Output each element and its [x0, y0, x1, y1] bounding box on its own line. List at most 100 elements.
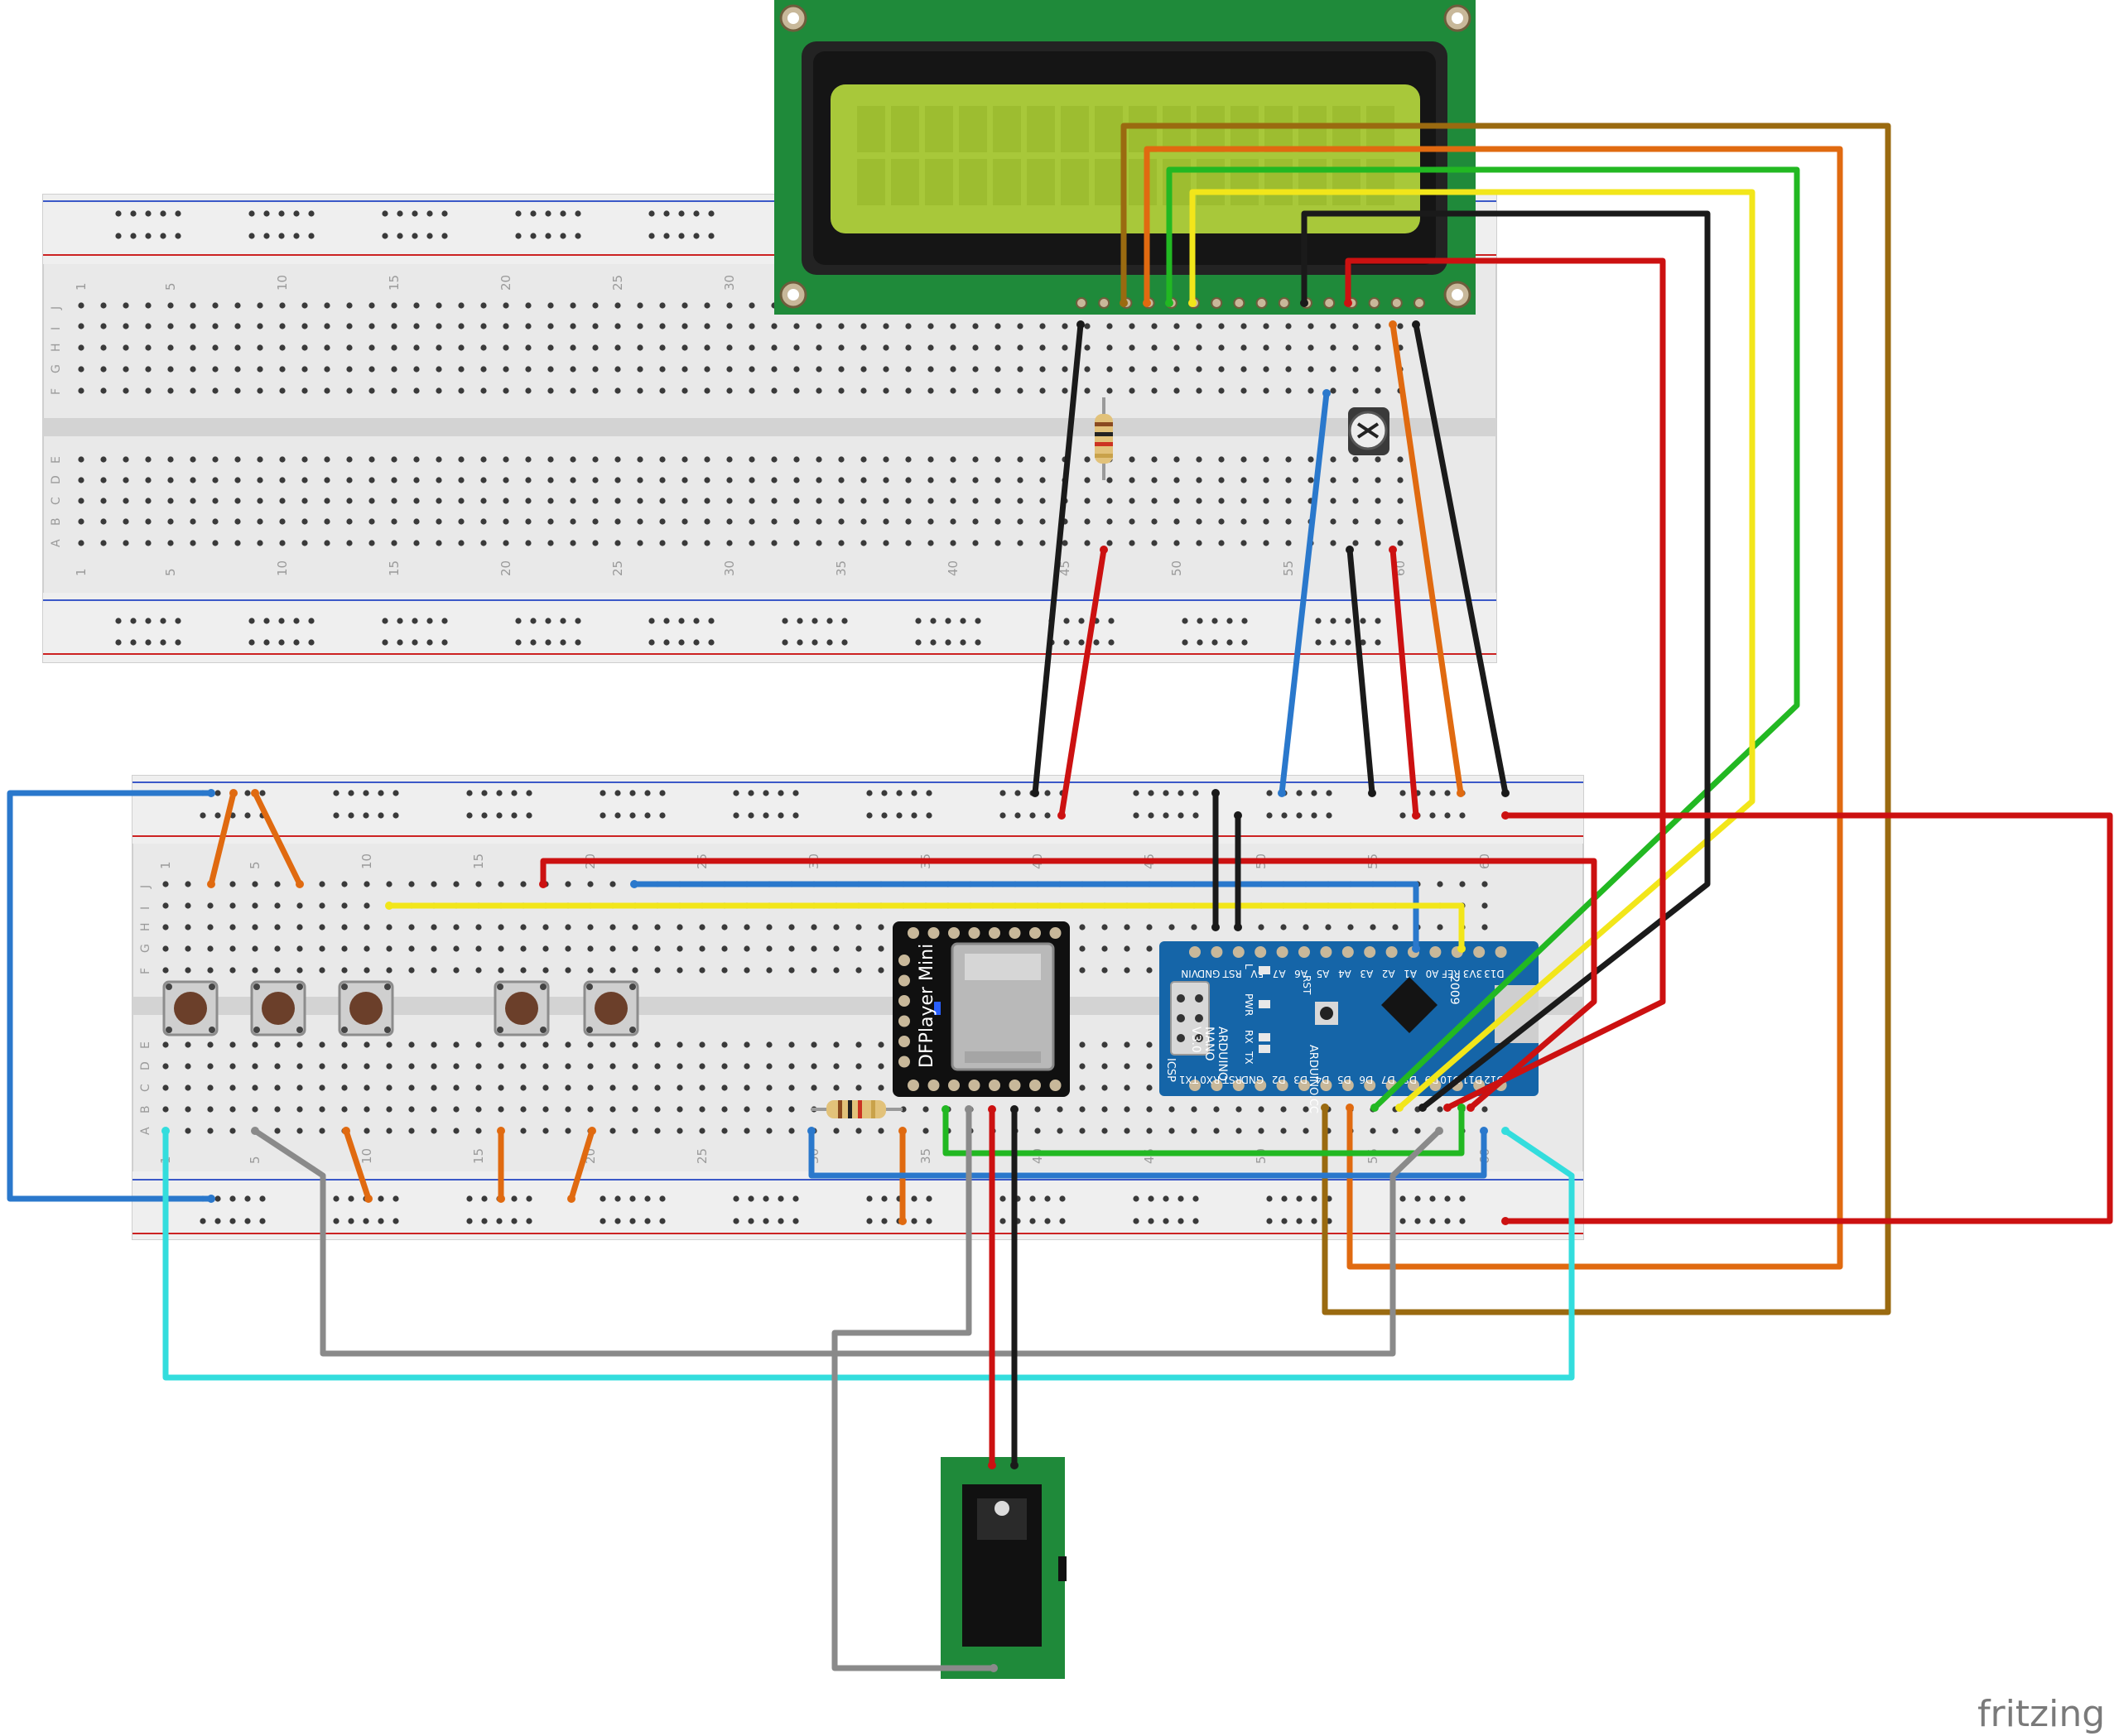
- row-letter: J: [50, 306, 63, 310]
- jumper-wire[interactable]: [208, 790, 237, 887]
- rail-hole: [926, 812, 932, 819]
- rail-hole: [214, 812, 221, 819]
- wire-end: [898, 1217, 907, 1225]
- rail-hole: [926, 1195, 932, 1202]
- breadboard-hole: [503, 366, 509, 373]
- jumper-wire[interactable]: [1120, 123, 1891, 1315]
- column-number: 35: [834, 560, 849, 576]
- breadboard-hole: [324, 477, 330, 483]
- breadboard-hole: [413, 323, 420, 329]
- jumper-wire[interactable]: [942, 1104, 1465, 1157]
- lcd-cell: [1027, 159, 1055, 205]
- breadboard-hole: [1062, 540, 1068, 546]
- breadboard-hole: [458, 456, 465, 463]
- rail-hole: [441, 618, 448, 624]
- lcd-cell: [1230, 159, 1259, 205]
- jumper-wire[interactable]: [1389, 321, 1464, 796]
- jumper-wire[interactable]: [386, 902, 1465, 952]
- breadboard-hole: [301, 498, 308, 504]
- arduino-pin-label: A0: [1426, 968, 1439, 979]
- jumper-wire[interactable]: [1502, 812, 2113, 1224]
- breadboard-hole: [100, 518, 107, 525]
- breadboard-hole: [1191, 924, 1197, 931]
- breadboard-hole: [100, 302, 107, 309]
- breadboard-hole: [1057, 1106, 1063, 1113]
- breadboard-hole: [855, 924, 862, 931]
- pushbutton-icon[interactable]: [162, 980, 219, 1036]
- breadboard-hole: [257, 302, 263, 309]
- rail-hole: [115, 639, 122, 646]
- jumper-wire[interactable]: [252, 790, 303, 887]
- breadboard-hole: [368, 477, 375, 483]
- breadboard-hole: [1352, 344, 1359, 351]
- jumper-wire[interactable]: [1144, 146, 1843, 1270]
- wire-end: [1501, 1127, 1510, 1135]
- breadboard-hole: [704, 456, 710, 463]
- rail-hole: [1059, 1195, 1066, 1202]
- pushbutton-icon[interactable]: [338, 980, 394, 1036]
- rail-hole: [530, 618, 537, 624]
- breadboard-hole: [565, 1041, 571, 1048]
- jumper-wire[interactable]: [631, 881, 1419, 952]
- rail-hole: [160, 210, 166, 217]
- jumper-wire[interactable]: [343, 1128, 372, 1202]
- jumper-wire[interactable]: [808, 1128, 1487, 1179]
- wire-end: [588, 1127, 596, 1135]
- jumper-wire[interactable]: [831, 1106, 997, 1671]
- breadboard-hole: [324, 498, 330, 504]
- jumper-wire[interactable]: [1389, 546, 1419, 819]
- breadboard-hole: [1240, 540, 1247, 546]
- breadboard-hole: [994, 518, 1001, 525]
- breadboard-hole: [860, 456, 867, 463]
- breadboard-hole: [296, 1063, 303, 1070]
- rail-hole: [881, 790, 888, 796]
- resistor-icon: [811, 1100, 903, 1118]
- jumper-wire[interactable]: [1346, 546, 1375, 796]
- jumper-wire[interactable]: [252, 1128, 1442, 1357]
- jumper-wire[interactable]: [540, 858, 1597, 1111]
- breadboard-hole: [833, 945, 840, 952]
- rail-hole: [575, 618, 581, 624]
- jumper-wire[interactable]: [1345, 257, 1666, 1111]
- breadboard-hole: [878, 1084, 884, 1091]
- breadboard-hole: [1084, 456, 1091, 463]
- jumper-wire[interactable]: [162, 1128, 1575, 1381]
- breadboard-hole: [816, 344, 822, 351]
- jumper-wire[interactable]: [1058, 546, 1107, 819]
- arduino-l-label: L: [1243, 964, 1255, 969]
- jumper-wire[interactable]: [1032, 321, 1084, 796]
- pushbutton-icon[interactable]: [583, 980, 639, 1036]
- jumper-wire[interactable]: [1279, 390, 1330, 796]
- breadboard-hole: [520, 881, 527, 887]
- breadboard-hole: [547, 387, 554, 394]
- rail-hole: [466, 812, 473, 819]
- breadboard-hole: [592, 387, 599, 394]
- jumper-wire[interactable]: [568, 1128, 595, 1202]
- breadboard-hole: [855, 1128, 862, 1134]
- breadboard-hole: [453, 1128, 460, 1134]
- breadboard-hole: [883, 366, 889, 373]
- breadboard-hole: [565, 1106, 571, 1113]
- breadboard-hole: [190, 540, 196, 546]
- breadboard-hole: [654, 1063, 661, 1070]
- breadboard-hole: [1397, 477, 1404, 483]
- jumper-wire[interactable]: [1189, 189, 1755, 1111]
- breadboard-hole: [145, 477, 152, 483]
- jumper-wire[interactable]: [1166, 166, 1800, 1111]
- jumper-wire[interactable]: [1301, 210, 1711, 1111]
- breadboard-hole: [123, 366, 129, 373]
- breadboard-hole: [1079, 967, 1086, 974]
- breadboard-hole: [1124, 1063, 1130, 1070]
- pushbutton-icon[interactable]: [250, 980, 306, 1036]
- pushbutton-icon[interactable]: [494, 980, 550, 1036]
- rail-hole: [363, 1218, 369, 1224]
- wire-end: [1389, 546, 1397, 554]
- breadboard-hole: [1017, 498, 1023, 504]
- breadboard-hole: [341, 1041, 348, 1048]
- jumper-wire[interactable]: [1413, 321, 1509, 796]
- breadboard-hole: [229, 1128, 236, 1134]
- breadboard-hole: [391, 387, 397, 394]
- breadboard-hole: [1196, 323, 1202, 329]
- jumper-wire[interactable]: [7, 790, 214, 1202]
